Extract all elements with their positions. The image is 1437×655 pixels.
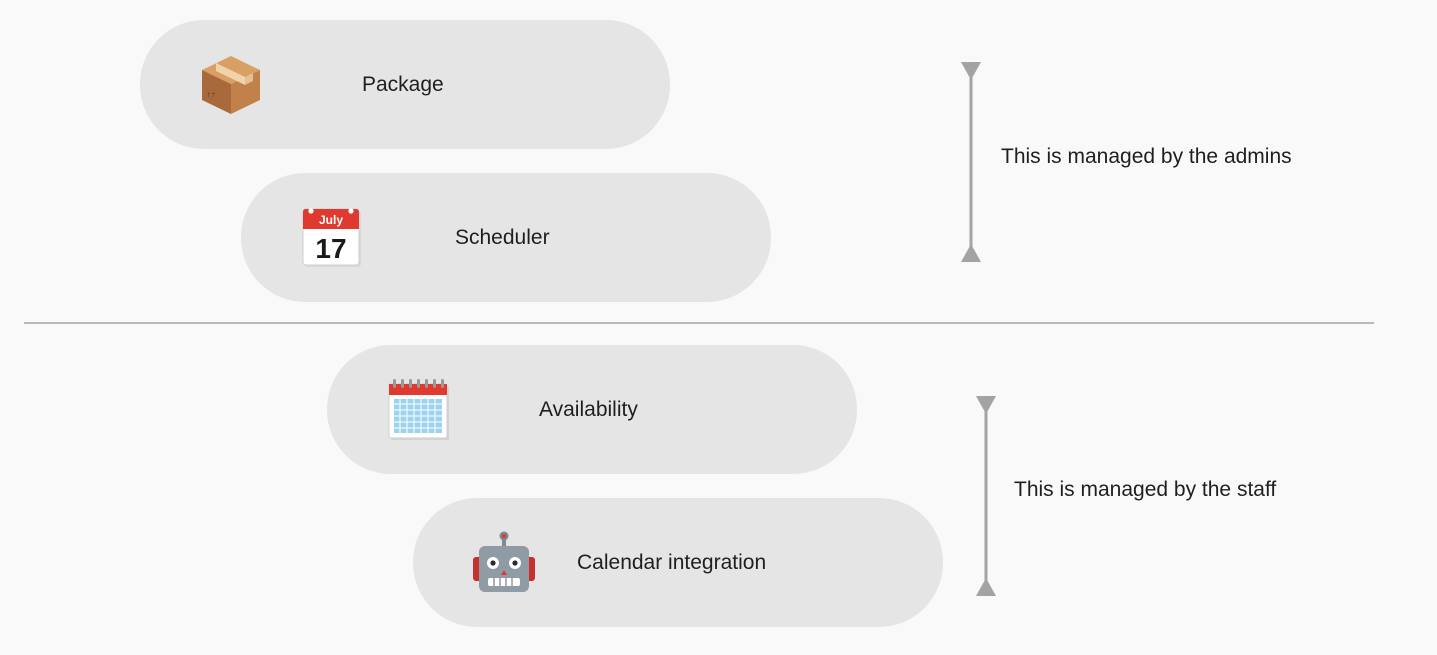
svg-text:⇡⇡: ⇡⇡ <box>206 92 216 99</box>
availability-card: Availability <box>327 345 857 474</box>
package-icon: ⇡⇡ <box>202 56 260 114</box>
scheduler-label: Scheduler <box>455 225 550 249</box>
availability-label: Availability <box>539 397 638 421</box>
calendar-month: July <box>319 213 343 227</box>
package-label: Package <box>362 72 444 96</box>
staff-note: This is managed by the staff <box>1014 478 1277 501</box>
staff-range-bracket <box>976 396 996 596</box>
admins-range-bracket <box>961 62 981 262</box>
package-card: ⇡⇡ Package <box>140 20 670 149</box>
robot-icon <box>473 531 535 592</box>
calendar-date-icon: July 17 <box>302 208 361 267</box>
group-divider <box>24 322 1374 324</box>
calendar-integration-card: Calendar integration <box>413 498 943 627</box>
calendar-integration-label: Calendar integration <box>577 550 767 574</box>
spiral-calendar-icon <box>388 379 449 440</box>
admins-note: This is managed by the admins <box>1001 145 1292 168</box>
calendar-day: 17 <box>315 233 346 264</box>
scheduler-card: July 17 Scheduler <box>241 173 771 302</box>
